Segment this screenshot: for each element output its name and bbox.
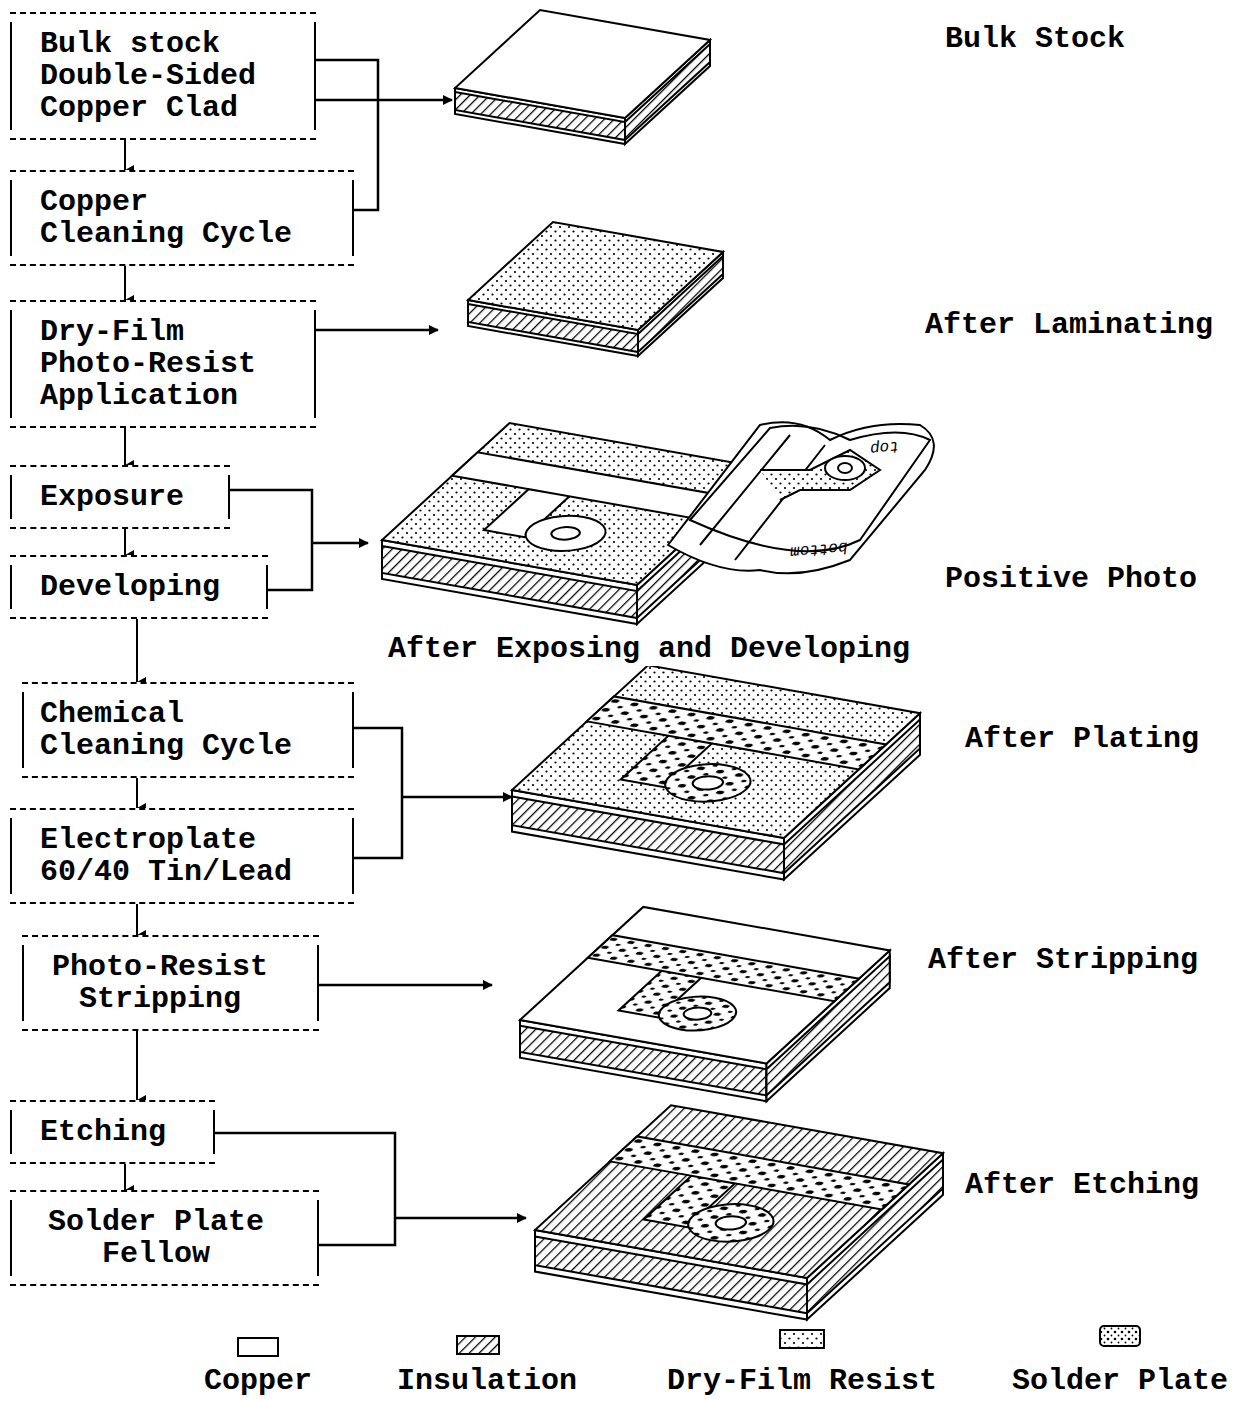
drawing-stroke: [455, 10, 710, 118]
drawing-stroke: [539, 696, 886, 813]
flow-arrow: [136, 904, 138, 935]
box-side: [22, 692, 24, 768]
drawing-stroke: [562, 1136, 909, 1253]
drawing-stroke: [646, 992, 750, 1036]
drawing-stroke: [659, 988, 689, 1011]
flow-arrow: [124, 1164, 126, 1190]
board-illustration: [455, 10, 710, 144]
board-illustration: [535, 1105, 943, 1319]
step-text: Developing: [40, 571, 250, 603]
process-step-box: Electroplate 60/40 Tin/Lead: [10, 808, 354, 904]
process-step-box: Chemical Cleaning Cycle: [22, 682, 354, 778]
flow-arrow: [124, 140, 126, 170]
legend-swatches: [457, 1326, 1140, 1354]
board-illustration: [468, 222, 723, 356]
drawing-stroke: [535, 1105, 943, 1278]
stage-label: After Laminating: [925, 308, 1213, 342]
box-side: [10, 475, 12, 519]
process-step-box: Solder Plate Fellow: [10, 1190, 319, 1286]
box-side: [10, 310, 12, 418]
process-step-box: Copper Cleaning Cycle: [10, 170, 354, 266]
flow-arrow: [136, 1031, 138, 1100]
step-text: Copper Cleaning Cycle: [40, 186, 302, 250]
legend-swatch: [238, 1338, 278, 1356]
drawing-stroke: [546, 525, 584, 541]
box-side: [10, 565, 12, 609]
stage-label: After Etching: [965, 1168, 1199, 1202]
legend-text: Dry-Film Resist: [667, 1364, 937, 1398]
drawing-stroke: [520, 907, 890, 1064]
film-text: top: [869, 437, 899, 457]
flow-arrow: [136, 619, 138, 682]
process-step-box: Etching: [10, 1100, 215, 1164]
drawing-stroke: [687, 774, 728, 791]
step-text: Etching: [40, 1116, 210, 1148]
box-side: [10, 1110, 12, 1154]
step-text: Solder Plate Fellow: [40, 1206, 272, 1270]
process-step-box: Dry-Film Photo-Resist Application: [10, 300, 316, 428]
process-step-box: Developing: [10, 555, 268, 619]
drawing-stroke: [666, 755, 699, 781]
box-side: [352, 180, 354, 256]
flow-arrow: [124, 428, 126, 465]
process-step-box: Exposure: [10, 465, 230, 529]
step-text: Bulk stock Double-Sided Copper Clad: [40, 28, 280, 124]
box-side: [314, 22, 316, 130]
stage-label: After Plating: [965, 722, 1199, 756]
legend-text: Solder Plate: [1012, 1364, 1228, 1398]
stage-label: Positive Photo: [945, 562, 1197, 596]
drawing-stroke: [651, 759, 765, 807]
box-side: [317, 1200, 319, 1276]
flow-arrow: [124, 266, 126, 300]
box-side: [228, 475, 230, 519]
box-side: [22, 945, 24, 1021]
step-text: Exposure: [40, 481, 220, 513]
trace-pattern: [554, 1136, 909, 1260]
box-side: [317, 945, 319, 1021]
drawing-stroke: [679, 1006, 716, 1022]
drawing-stroke: [512, 511, 619, 556]
process-step-box: Photo-Resist Stripping: [22, 935, 319, 1031]
board-illustration: [520, 907, 890, 1101]
box-side: [10, 1200, 12, 1276]
stage-label: After Stripping: [928, 943, 1198, 977]
step-text: Dry-Film Photo-Resist Application: [40, 316, 272, 412]
board-illustration: [512, 665, 920, 879]
box-side: [10, 180, 12, 256]
stage-label: After Exposing and Developing: [388, 632, 910, 666]
trace-pattern: [537, 935, 859, 1047]
step-text: Photo-Resist Stripping: [44, 951, 276, 1015]
trace-pattern: [531, 696, 886, 820]
box-side: [314, 310, 316, 418]
box-side: [213, 1110, 215, 1154]
box-side: [352, 692, 354, 768]
process-step-box: Bulk stock Double-Sided Copper Clad: [10, 12, 316, 140]
stage-label: Bulk Stock: [945, 22, 1125, 56]
drawing-stroke: [710, 1214, 751, 1231]
drawing-stroke: [545, 935, 859, 1041]
step-text: Electroplate 60/40 Tin/Lead: [40, 824, 312, 888]
flow-arrow: [136, 778, 138, 808]
photo-film: [668, 422, 934, 573]
box-side: [10, 22, 12, 130]
legend-text: Insulation: [397, 1364, 577, 1398]
flow-arrow: [124, 529, 126, 555]
drawing-stroke: [526, 507, 557, 531]
legend-text: Copper: [204, 1364, 312, 1398]
drawing-stroke: [512, 665, 920, 838]
step-text: Chemical Cleaning Cycle: [40, 698, 302, 762]
box-side: [352, 818, 354, 894]
drawing-stroke: [689, 1195, 722, 1221]
drawing-stroke: [674, 1199, 788, 1247]
box-side: [10, 818, 12, 894]
box-side: [266, 565, 268, 609]
drawing-stroke: [468, 222, 723, 330]
